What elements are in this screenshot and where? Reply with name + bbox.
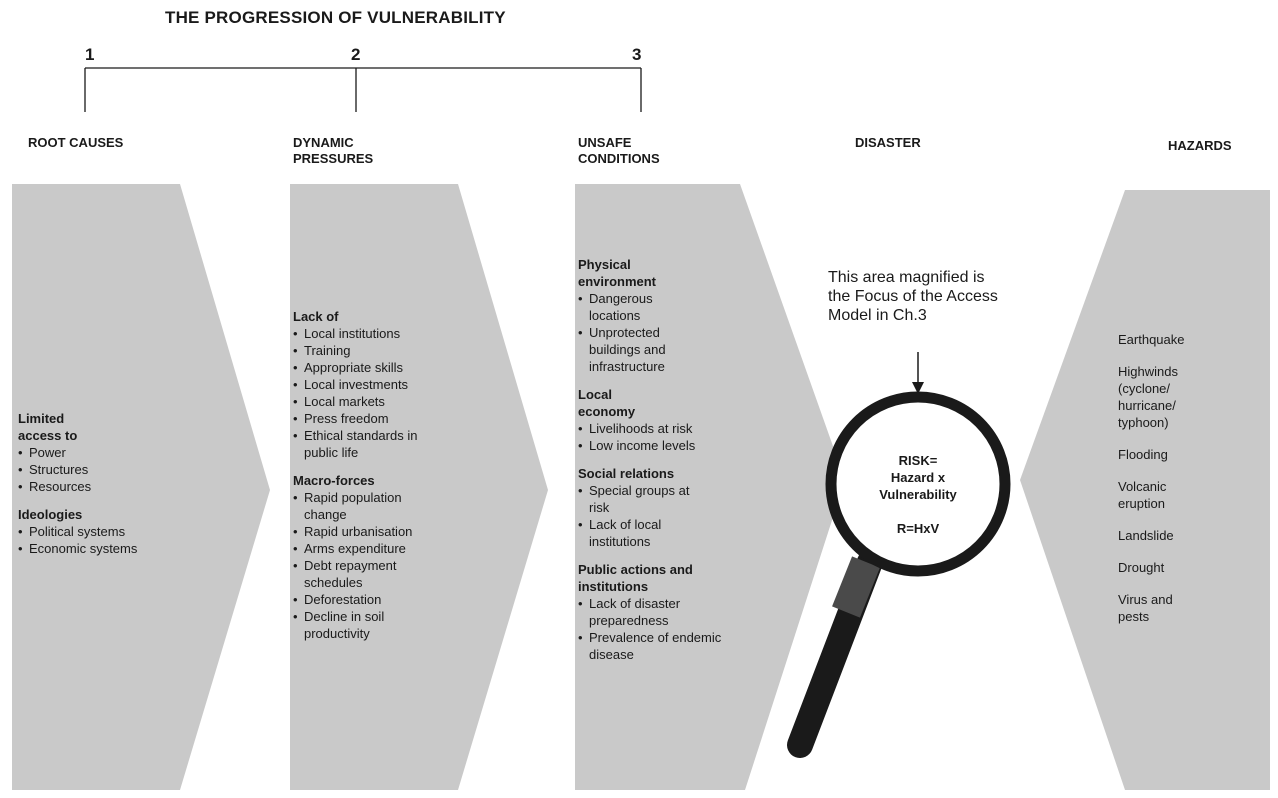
- list-item: Arms expenditure: [293, 540, 433, 557]
- risk-formula: RISK= Hazard x Vulnerability R=HxV: [848, 452, 988, 537]
- list-item: Local investments: [293, 376, 433, 393]
- list-item: Lack of local institutions: [578, 516, 699, 550]
- dynamic-pressures-list: Lack of Local institutions Training Appr…: [293, 308, 433, 642]
- group-title: Local economy: [578, 387, 636, 419]
- list-item: Dangerous locations: [578, 290, 679, 324]
- list-item: Prevalence of endemic disease: [578, 629, 724, 663]
- list-item: Decline in soil productivity: [293, 608, 414, 642]
- list-item: Debt repayment schedules: [293, 557, 419, 591]
- list-item: Economic systems: [18, 540, 178, 557]
- stage-number-2: 2: [351, 45, 361, 64]
- list-item: Resources: [18, 478, 178, 495]
- list-item: Lack of disaster preparedness: [578, 595, 704, 629]
- stage-bracket: [84, 67, 642, 112]
- lens-line: RISK=: [898, 453, 938, 468]
- stage-number-1: 1: [85, 45, 95, 64]
- disaster-heading: DISASTER: [855, 135, 921, 150]
- hazards-arrow: [1020, 190, 1270, 790]
- list-item: Appropriate skills: [293, 359, 433, 376]
- callout-text: This area magnified is the Focus of the …: [828, 269, 998, 324]
- diagram-title: THE PROGRESSION OF VULNERABILITY: [165, 8, 506, 27]
- lens-line: Hazard x: [890, 470, 946, 485]
- unsafe-conditions-list: Physical environment Dangerous locations…: [578, 256, 721, 663]
- dynamic-pressures-heading: DYNAMIC PRESSURES: [293, 135, 374, 166]
- hazard-item: Landslide: [1118, 528, 1174, 543]
- group-title: Social relations: [578, 466, 675, 481]
- list-item: Training: [293, 342, 433, 359]
- hazards-heading: HAZARDS: [1168, 138, 1232, 153]
- list-item: Deforestation: [293, 591, 433, 608]
- magnifying-glass-icon: [787, 391, 1011, 758]
- hazard-item: Drought: [1118, 560, 1165, 575]
- hazard-item: Flooding: [1118, 447, 1168, 462]
- callout-arrow: [912, 352, 924, 394]
- hazard-item: Volcanic eruption: [1118, 479, 1167, 511]
- hazard-item: Earthquake: [1118, 332, 1185, 347]
- list-item: Press freedom: [293, 410, 433, 427]
- list-item: Ethical standards in public life: [293, 427, 429, 461]
- list-item: Local markets: [293, 393, 433, 410]
- list-item: Rapid population change: [293, 489, 424, 523]
- list-item: Low income levels: [578, 437, 718, 454]
- lens-line: Vulnerability: [879, 487, 957, 502]
- list-item: Special groups at risk: [578, 482, 709, 516]
- group-title: Public actions and institutions: [578, 562, 693, 594]
- hazard-item: Highwinds (cyclone/ hurricane/ typhoon): [1118, 364, 1178, 430]
- group-title: Lack of: [293, 309, 339, 324]
- list-item: Rapid urbanisation: [293, 523, 433, 540]
- root-causes-list: Limited access to Power Structures Resou…: [18, 410, 178, 557]
- list-item: Local institutions: [293, 325, 433, 342]
- hazard-item: Virus and pests: [1118, 592, 1173, 624]
- list-item: Structures: [18, 461, 178, 478]
- group-title: Ideologies: [18, 507, 83, 522]
- stage-number-3: 3: [632, 45, 642, 64]
- list-item: Livelihoods at risk: [578, 420, 718, 437]
- group-title: Physical environment: [578, 257, 657, 289]
- group-title: Macro-forces: [293, 473, 375, 488]
- root-causes-heading: ROOT CAUSES: [28, 135, 124, 150]
- list-item: Political systems: [18, 523, 178, 540]
- group-title: Limited access to: [18, 411, 78, 443]
- list-item: Unprotected buildings and infrastructure: [578, 324, 704, 375]
- hazards-list: Earthquake Highwinds (cyclone/ hurricane…: [1118, 331, 1200, 640]
- list-item: Power: [18, 444, 178, 461]
- unsafe-conditions-heading: UNSAFE CONDITIONS: [578, 135, 660, 166]
- lens-line: R=HxV: [896, 521, 940, 536]
